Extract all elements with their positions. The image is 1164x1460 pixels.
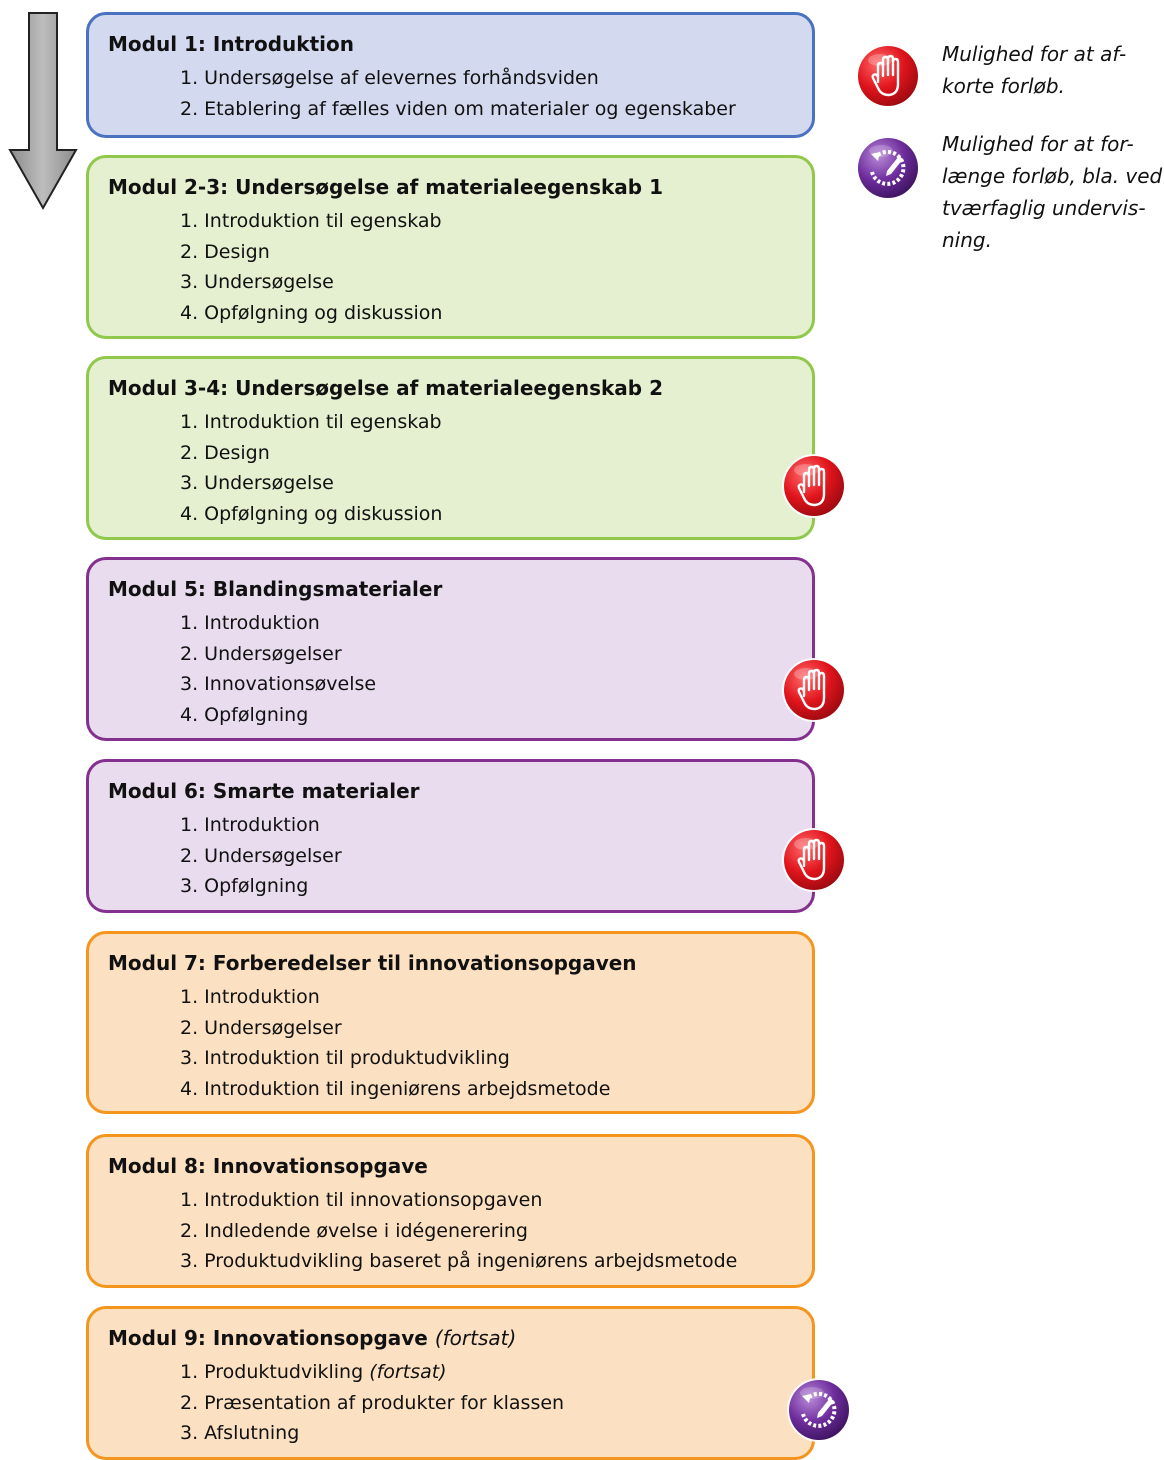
step-item: 2. Undersøgelser xyxy=(180,844,342,867)
module-3-4-box: Modul 3-4: Undersøgelse af materialeegen… xyxy=(86,356,815,540)
module-title: Modul 3-4: Undersøgelse af materialeegen… xyxy=(108,376,663,400)
step-item: 2. Design xyxy=(180,441,270,464)
step-item: 3. Opfølgning xyxy=(180,875,309,898)
module-steps: 1. Introduktion 2. Undersøgelser 3. Intr… xyxy=(180,982,610,1105)
module-7-box: Modul 7: Forberedelser til innovationsop… xyxy=(86,931,815,1114)
raised-hand-icon xyxy=(854,42,922,110)
step-item: 2. Etablering af fælles viden om materia… xyxy=(180,97,736,120)
step-item: 1. Undersøgelse af elevernes forhåndsvid… xyxy=(180,67,599,89)
step-item: 2. Design xyxy=(180,240,270,263)
legend-line: Mulighed for at for- xyxy=(942,132,1134,156)
legend-shorten-text: Mulighed for at af- korte forløb. xyxy=(942,38,1164,102)
legend-line: længe forløb, bla. ved xyxy=(942,164,1163,188)
step-item: 1. Introduktion til egenskab xyxy=(180,210,442,232)
module-steps: 1. Introduktion til egenskab 2. Design 3… xyxy=(180,206,442,329)
module-title: Modul 9: Innovationsopgave (fortsat) xyxy=(108,1326,516,1350)
step-item: 3. Undersøgelse xyxy=(180,472,334,495)
step-item: 3. Introduktion til produktudvikling xyxy=(180,1047,510,1070)
step-item: 3. Produktudvikling baseret på ingeniøre… xyxy=(180,1250,738,1273)
down-arrow-icon xyxy=(8,12,78,211)
step-item: 1. Introduktion til innovationsopgaven xyxy=(180,1189,543,1211)
module-8-box: Modul 8: Innovationsopgave 1. Introdukti… xyxy=(86,1134,815,1288)
step-item: 2. Indledende øvelse i idégenerering xyxy=(180,1219,528,1242)
step-item: 4. Introduktion til ingeniørens arbejdsm… xyxy=(180,1078,611,1101)
step-item-suffix: (fortsat) xyxy=(369,1361,447,1383)
legend-extend-text: Mulighed for at for- længe forløb, bla. … xyxy=(942,128,1164,256)
module-6-box: Modul 6: Smarte materialer 1. Introdukti… xyxy=(86,759,815,913)
legend-line: korte forløb. xyxy=(942,74,1065,98)
step-item: 4. Opfølgning xyxy=(180,704,309,727)
step-item: 2. Præsentation af produkter for klassen xyxy=(180,1391,565,1414)
module-steps: 1. Introduktion 2. Undersøgelser 3. Inno… xyxy=(180,608,376,731)
step-item: 1. Introduktion xyxy=(180,814,320,836)
step-item-text: 1. Produktudvikling xyxy=(180,1361,364,1383)
module-9-box: Modul 9: Innovationsopgave (fortsat) 1. … xyxy=(86,1306,815,1460)
raised-hand-icon xyxy=(780,452,848,520)
extend-clock-icon xyxy=(785,1376,853,1444)
module-2-3-box: Modul 2-3: Undersøgelse af materialeegen… xyxy=(86,155,815,339)
step-item: 1. Introduktion til egenskab xyxy=(180,411,442,433)
step-item: 3. Innovationsøvelse xyxy=(180,673,377,696)
step-item: 1. Produktudvikling (fortsat) xyxy=(180,1357,564,1388)
module-steps: 1. Undersøgelse af elevernes forhåndsvid… xyxy=(180,63,736,124)
module-steps: 1. Introduktion 2. Undersøgelser 3. Opfø… xyxy=(180,810,342,902)
legend-line: Mulighed for at af- xyxy=(942,42,1127,66)
extend-clock-icon xyxy=(854,134,922,202)
legend-line: ning. xyxy=(942,228,992,252)
module-title: Modul 7: Forberedelser til innovationsop… xyxy=(108,951,637,975)
step-item: 1. Introduktion xyxy=(180,986,320,1008)
step-item: 3. Undersøgelse xyxy=(180,271,334,294)
module-steps: 1. Produktudvikling (fortsat) 2. Præsent… xyxy=(180,1357,564,1449)
raised-hand-icon xyxy=(780,826,848,894)
module-steps: 1. Introduktion til egenskab 2. Design 3… xyxy=(180,407,442,530)
module-5-box: Modul 5: Blandingsmaterialer 1. Introduk… xyxy=(86,557,815,741)
step-item: 3. Afslutning xyxy=(180,1422,300,1445)
module-title: Modul 6: Smarte materialer xyxy=(108,779,420,803)
step-item: 4. Opfølgning og diskussion xyxy=(180,503,443,526)
raised-hand-icon xyxy=(780,656,848,724)
module-1-box: Modul 1: Introduktion 1. Undersøgelse af… xyxy=(86,12,815,138)
step-item: 2. Undersøgelser xyxy=(180,1016,342,1039)
module-title: Modul 2-3: Undersøgelse af materialeegen… xyxy=(108,175,663,199)
module-title: Modul 5: Blandingsmaterialer xyxy=(108,577,443,601)
module-title-suffix: (fortsat) xyxy=(434,1326,517,1350)
legend-line: tværfaglig undervis- xyxy=(942,196,1146,220)
module-steps: 1. Introduktion til innovationsopgaven 2… xyxy=(180,1185,737,1277)
module-title: Modul 1: Introduktion xyxy=(108,32,354,56)
step-item: 4. Opfølgning og diskussion xyxy=(180,302,443,325)
module-title: Modul 8: Innovationsopgave xyxy=(108,1154,428,1178)
step-item: 2. Undersøgelser xyxy=(180,642,342,665)
module-title-main: Modul 9: Innovationsopgave xyxy=(108,1326,428,1350)
step-item: 1. Introduktion xyxy=(180,612,320,634)
